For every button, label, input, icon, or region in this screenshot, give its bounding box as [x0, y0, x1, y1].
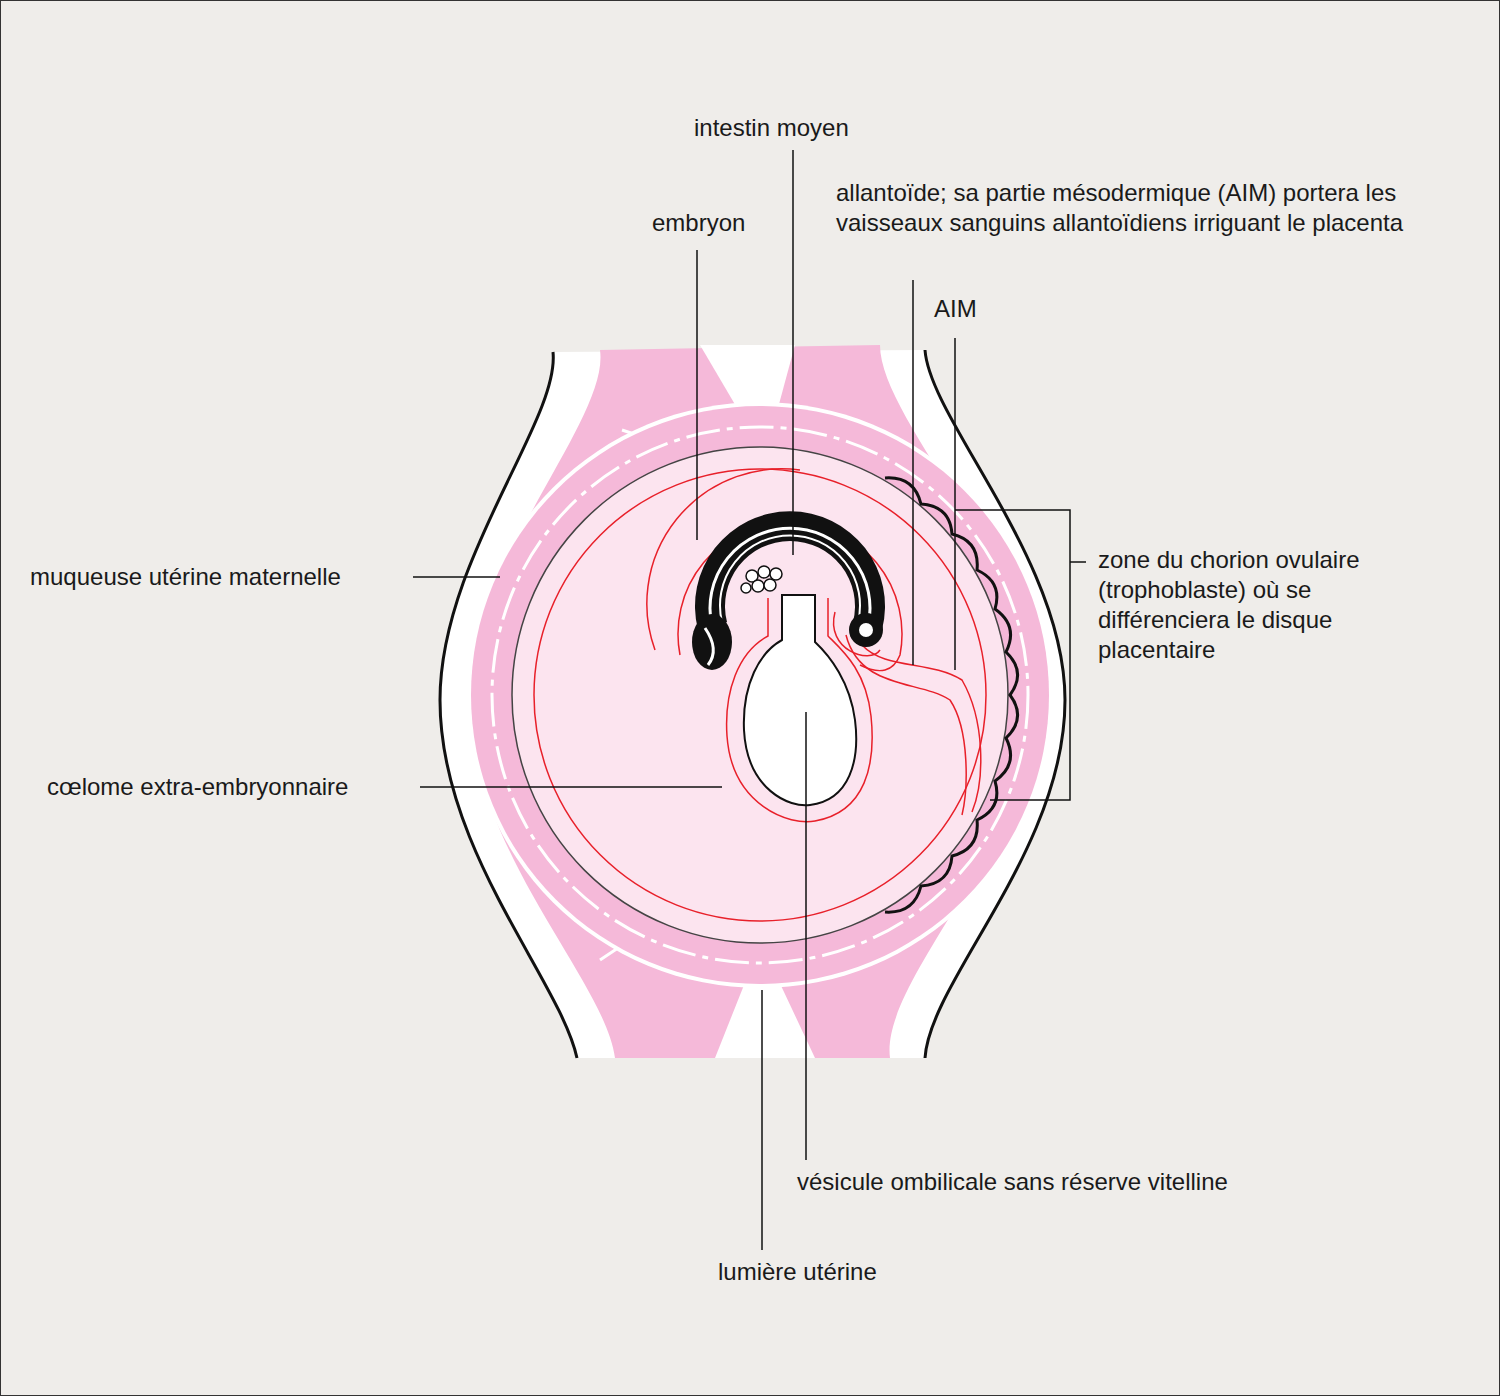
- embryo-layer: [705, 628, 713, 665]
- allantois: [846, 635, 966, 815]
- part-label: embryon: [652, 208, 745, 238]
- uterine-outline: [440, 352, 577, 1058]
- embryo-layer: [710, 528, 870, 626]
- leader-lines: [413, 150, 1086, 1250]
- part-label: vésicule ombilicale sans réserve vitelli…: [797, 1167, 1228, 1197]
- embryo-tail: [859, 623, 873, 637]
- decidual-glands: [492, 427, 1028, 963]
- yolk-sac: [744, 595, 856, 805]
- part-label: lumière utérine: [718, 1257, 877, 1287]
- decidua: [471, 406, 1049, 984]
- uterine-wall: [440, 350, 1065, 1058]
- lumen-ring: [467, 402, 1053, 988]
- uterine-outline: [925, 350, 1065, 1058]
- part-label: intestin moyen: [694, 113, 849, 143]
- embryo-head: [692, 614, 732, 670]
- amnion: [678, 522, 902, 671]
- part-label: allantoïde; sa partie mésodermique (AIM)…: [836, 178, 1476, 238]
- placental-villi: [885, 478, 1018, 912]
- embryo-tail: [849, 613, 883, 647]
- chorion: [512, 447, 1008, 943]
- extraembryonic-mesoderm: [534, 469, 986, 921]
- embryo-layer: [720, 535, 860, 622]
- part-label: cœlome extra-embryonnaire: [47, 772, 348, 802]
- part-label: AIM: [934, 294, 977, 324]
- embryo: [695, 511, 885, 630]
- part-label: muqueuse utérine maternelle: [30, 562, 341, 592]
- heart-primordium: [741, 566, 782, 593]
- part-label: zone du chorion ovulaire (trophoblaste) …: [1098, 545, 1428, 665]
